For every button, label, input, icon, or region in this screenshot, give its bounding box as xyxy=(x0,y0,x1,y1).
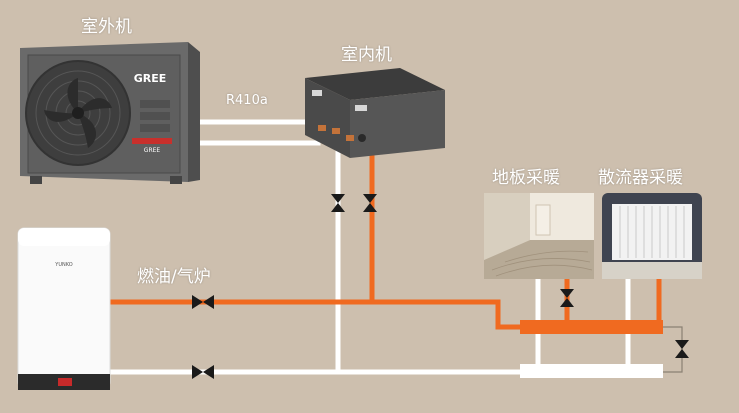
floor-heating-label: 地板采暖 xyxy=(492,168,560,188)
supply-manifold xyxy=(520,320,663,334)
boiler: YUNKO xyxy=(17,227,111,390)
valve-indoor-supply xyxy=(363,194,377,212)
radiator-photo xyxy=(602,193,702,279)
bypass-lines xyxy=(663,326,683,373)
refrigerant-label: R410a xyxy=(226,93,268,108)
supply-to-manifold xyxy=(495,299,523,330)
return-manifold xyxy=(520,364,663,378)
valves xyxy=(192,194,689,379)
valve-indoor-return xyxy=(331,194,345,212)
valve-floor-supply xyxy=(560,289,574,307)
valve-boiler-supply xyxy=(192,295,214,309)
boiler-label: 燃油/气炉 xyxy=(137,267,211,287)
fan-blades-icon xyxy=(44,78,112,148)
outdoor-logo: GREE xyxy=(134,72,167,85)
outdoor-unit-label: 室外机 xyxy=(81,17,132,37)
floor-heating-photo xyxy=(484,193,594,279)
radiator-heating-label: 散流器采暖 xyxy=(598,168,683,188)
indoor-unit xyxy=(305,68,445,158)
boiler-logo: YUNKO xyxy=(54,262,72,268)
indoor-unit-label: 室内机 xyxy=(341,45,392,65)
indoor-pipe-fittings xyxy=(318,125,366,142)
outdoor-badge: GREE xyxy=(144,147,161,154)
valve-bypass xyxy=(675,340,689,358)
indoor-supply-line xyxy=(359,147,375,303)
outdoor-unit: GREE GREE xyxy=(20,42,200,184)
valve-boiler-return xyxy=(192,365,214,379)
